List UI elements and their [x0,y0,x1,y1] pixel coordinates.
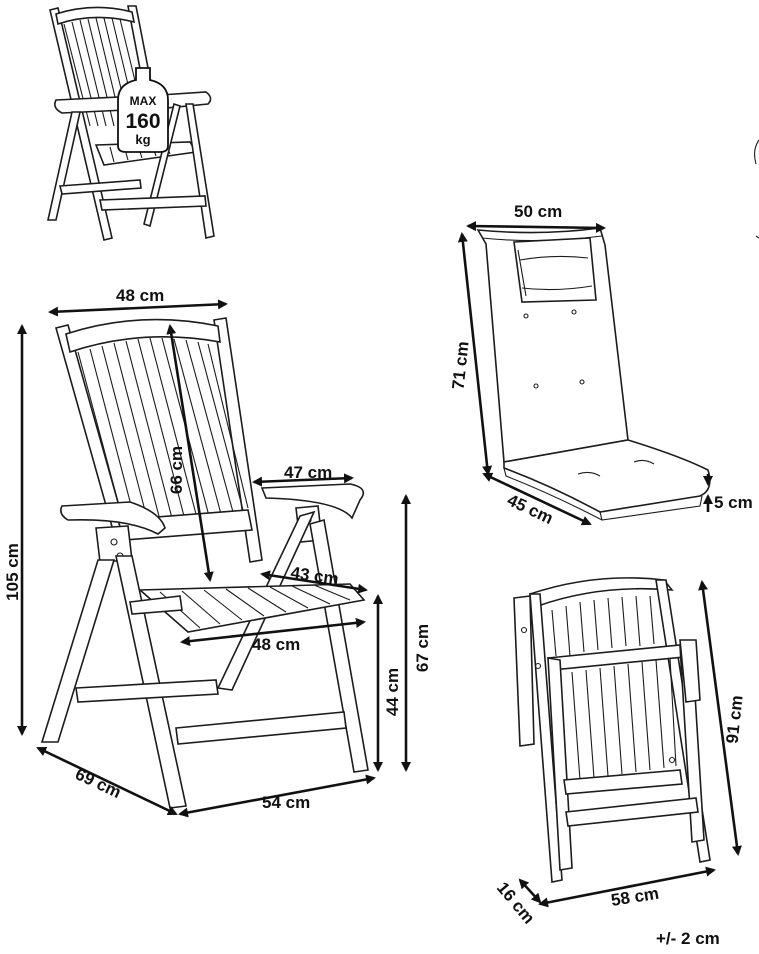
dim-arm-height: 67 cm [413,624,432,672]
badge-line-1: MAX [130,94,157,108]
badge-line-2: 160 [125,110,160,133]
dim-back-height: 66 cm [167,446,186,494]
cushion-illustration [476,227,711,521]
main-chair-illustration [40,317,369,809]
cushion-dim-width: 50 cm [514,202,562,221]
max-load-badge: MAX 160 kg [117,67,169,153]
dim-seat-width: 48 cm [252,635,300,654]
dim-seat-height: 44 cm [383,668,402,716]
cushion-dimension-arrows [457,221,713,526]
folded-chair-dimension-arrows [518,580,742,908]
folded-chair-illustration [513,577,711,883]
dim-total-height: 105 cm [3,543,22,601]
partial-object-edge [753,139,759,239]
dim-armrest-length: 47 cm [284,463,332,482]
badge-line-3: kg [135,132,150,147]
tolerance-note: +/- 2 cm [656,929,720,948]
main-chair-dimension-arrows [17,299,411,818]
folded-dim-thickness: 16 cm [493,878,539,927]
folded-dim-height: 91 cm [723,694,747,744]
dim-width: 54 cm [262,793,310,812]
dim-depth: 69 cm [72,764,124,802]
dim-top-width: 48 cm [116,286,164,305]
cushion-dim-height: 71 cm [449,340,473,390]
cushion-dim-thickness: 5 cm [714,493,753,512]
